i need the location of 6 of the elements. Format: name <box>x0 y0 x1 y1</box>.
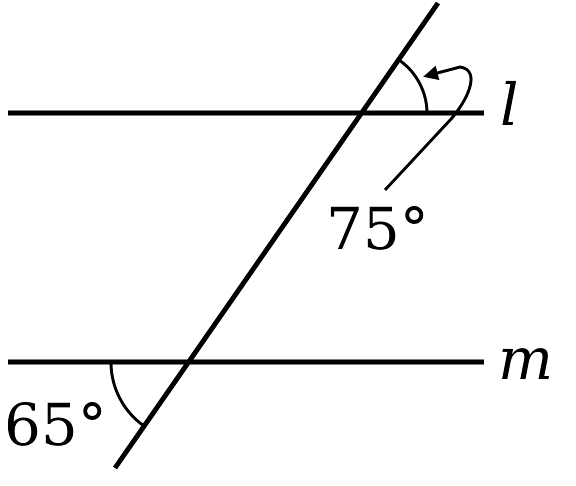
line-label: l <box>500 76 519 134</box>
angle-label: 75° <box>326 200 429 258</box>
line-label: m <box>498 330 553 388</box>
angle-arc <box>398 58 428 114</box>
leader-arrow <box>384 66 472 192</box>
angle-label: 65° <box>4 396 107 454</box>
